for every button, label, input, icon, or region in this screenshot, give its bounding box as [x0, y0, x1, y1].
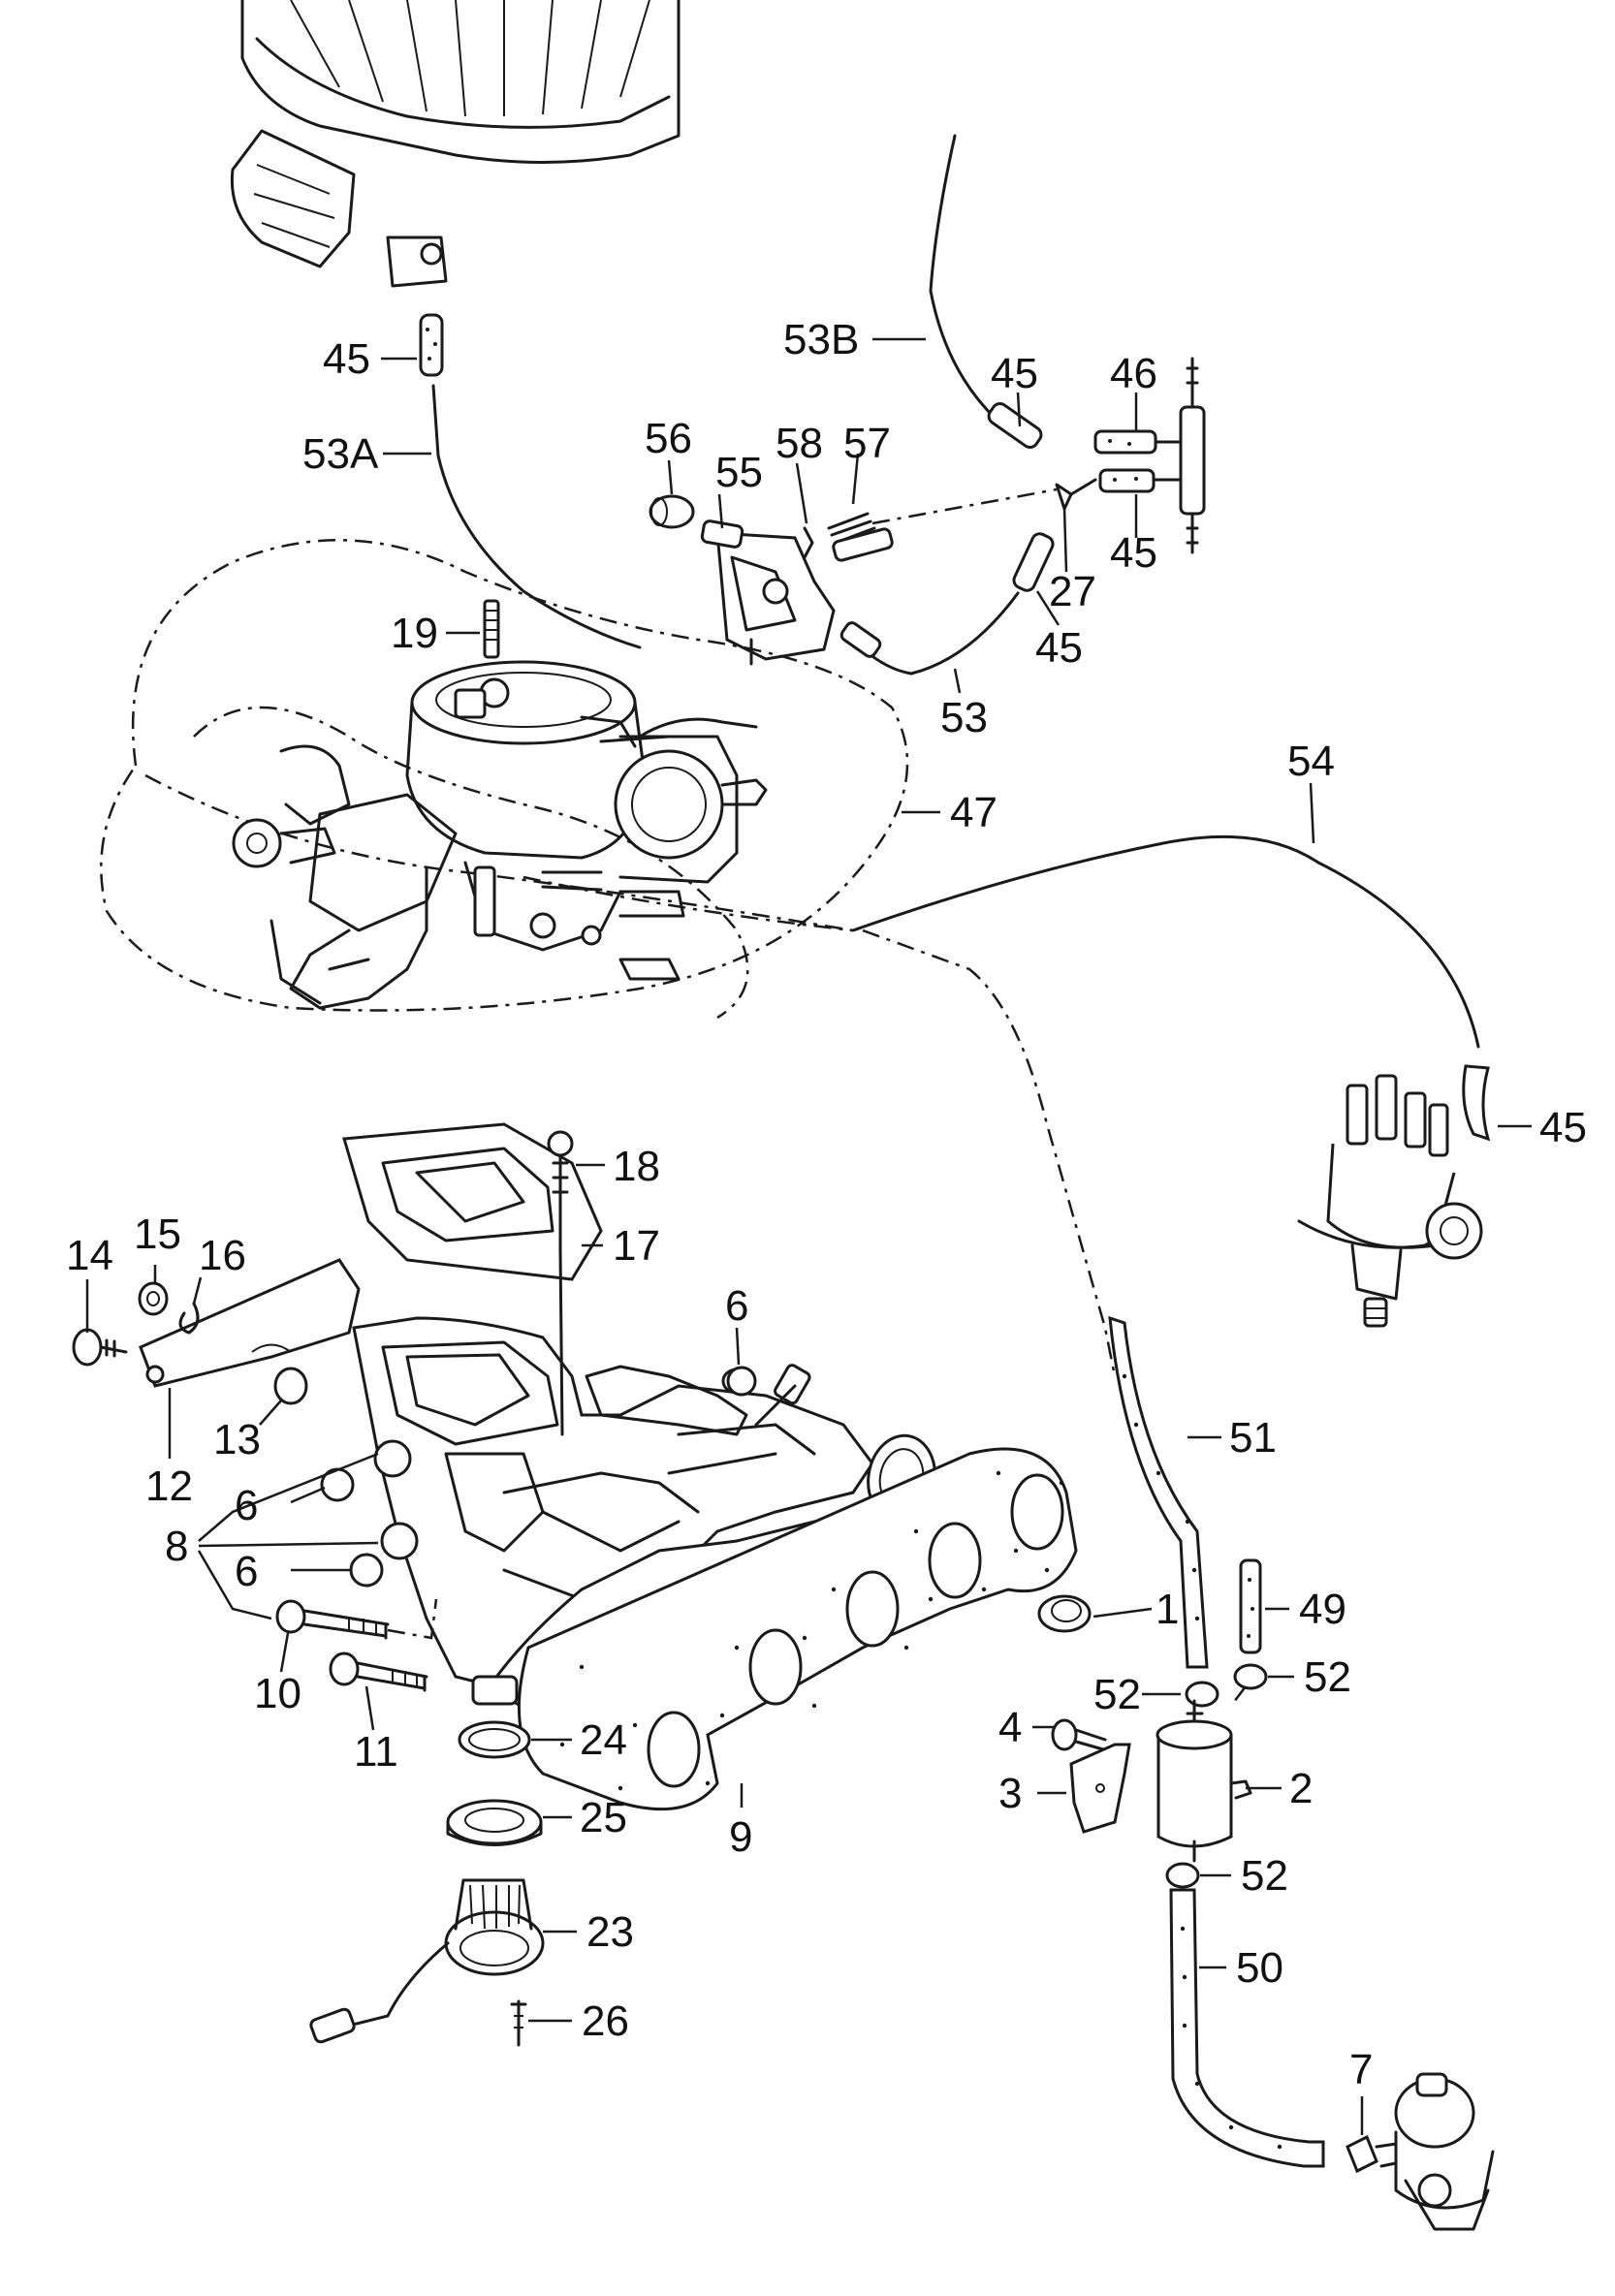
callout-53b: 53B: [783, 316, 859, 363]
bolt-14: [72, 1328, 128, 1367]
clip-58: [803, 526, 814, 559]
callout-53a: 53A: [302, 430, 379, 478]
callout-47: 47: [950, 789, 998, 836]
screw-4: [1051, 1718, 1107, 1751]
fuel-hose-50: [1169, 1888, 1325, 2168]
clamp-52-a: [1185, 1681, 1219, 1708]
callout-51: 51: [1229, 1414, 1277, 1462]
intake-manifold: [352, 1316, 936, 1688]
vacuum-hose-53b: [929, 134, 996, 419]
callout-6-a: 6: [725, 1282, 748, 1330]
gasket-17: [342, 1122, 603, 1281]
carburettor: [232, 660, 768, 1010]
hose-45-d: [1012, 532, 1055, 592]
seal-25: [446, 1799, 543, 1846]
callout-50: 50: [1236, 1944, 1283, 1992]
fuel-filter-2: [1156, 1685, 1252, 1863]
callout-15: 15: [134, 1211, 181, 1258]
bolt-18: [547, 1130, 574, 1252]
clamp-52-b: [1233, 1663, 1268, 1690]
callout-7: 7: [1349, 2046, 1373, 2093]
o-ring-24: [458, 1720, 531, 1759]
callout-17: 17: [613, 1222, 660, 1270]
callout-45-d: 45: [1035, 624, 1083, 672]
hose-45-b: [987, 401, 1043, 450]
callout-labels: 45 53A 53B 45 46 56 58 57 55 45 27 45 19…: [66, 316, 1587, 2093]
callout-26: 26: [582, 1997, 629, 2045]
callout-27: 27: [1049, 568, 1096, 615]
bolt-11: [329, 1651, 428, 1692]
callout-54: 54: [1287, 738, 1335, 785]
callout-23: 23: [586, 1908, 634, 1956]
callout-45-e: 45: [1539, 1104, 1587, 1151]
callout-12: 12: [145, 1463, 193, 1510]
callout-16: 16: [199, 1232, 246, 1279]
clamp-7: [1346, 2134, 1378, 2174]
callout-24: 24: [580, 1716, 627, 1764]
callout-46: 46: [1110, 350, 1157, 397]
callout-45-top: 45: [323, 335, 370, 383]
bracket-12: [139, 1258, 361, 1388]
bolt-10: [275, 1599, 390, 1640]
spacer-13: [273, 1367, 308, 1405]
fuel-pump: [1375, 2072, 1495, 2231]
vacuum-hose-53a: [431, 384, 642, 649]
callout-6-b: 6: [235, 1482, 258, 1529]
callout-45-c: 45: [1110, 529, 1157, 577]
manifold-gasket-9: [517, 1447, 1078, 1811]
leader-lines: [85, 337, 1532, 2135]
callout-10: 10: [254, 1670, 301, 1717]
callout-1: 1: [1156, 1586, 1179, 1633]
vacuum-hose-54: [851, 834, 1480, 1049]
callout-52-a: 52: [1093, 1671, 1141, 1718]
plug-6-a: [726, 1366, 757, 1397]
callout-2: 2: [1289, 1765, 1313, 1812]
callout-18: 18: [613, 1143, 660, 1190]
callout-3: 3: [998, 1770, 1022, 1817]
screw-26: [510, 1999, 527, 2047]
hose-45-e: [1462, 1064, 1491, 1142]
vacuum-hose-53: [851, 591, 1020, 676]
t-piece-46: [1093, 357, 1206, 554]
vacuum-hose-45-top: [419, 313, 444, 377]
callout-53: 53: [940, 694, 988, 741]
spring-clip-16: [178, 1302, 200, 1335]
plug-56: [649, 494, 695, 529]
air-filter-housing: [230, 0, 681, 288]
callout-13: 13: [213, 1416, 261, 1463]
callout-52-b: 52: [1304, 1653, 1351, 1701]
heater-element-23: [309, 1878, 545, 2044]
callout-19: 19: [391, 610, 438, 657]
distributor: [1297, 1074, 1483, 1328]
callout-58: 58: [776, 420, 823, 467]
fuel-hose-51: [1108, 1315, 1209, 1669]
group-outline-47: [100, 539, 909, 1012]
callout-55: 55: [715, 449, 763, 496]
bracket-3: [1069, 1743, 1131, 1834]
callout-49: 49: [1299, 1586, 1346, 1633]
callout-4: 4: [998, 1704, 1022, 1751]
hose-49: [1239, 1558, 1262, 1654]
callout-52-c: 52: [1241, 1852, 1288, 1900]
washer-15: [138, 1281, 169, 1316]
hose-45-valve: [832, 527, 894, 562]
callout-45-b: 45: [991, 350, 1038, 397]
plug-1: [1037, 1594, 1092, 1633]
stud-19: [483, 599, 500, 659]
callout-56: 56: [645, 415, 692, 462]
plug-6-c: [349, 1553, 384, 1588]
thermo-valve-55: [700, 519, 836, 666]
callout-14: 14: [66, 1232, 113, 1279]
stud-line-18: [558, 1248, 564, 1436]
clamp-52-c: [1165, 1862, 1200, 1889]
connector-27: [1055, 478, 1097, 511]
callout-8: 8: [165, 1523, 188, 1570]
callout-6-c: 6: [235, 1548, 258, 1595]
callout-57: 57: [843, 420, 891, 467]
callout-11: 11: [354, 1728, 398, 1776]
callout-9: 9: [729, 1813, 752, 1861]
callout-25: 25: [580, 1794, 627, 1841]
